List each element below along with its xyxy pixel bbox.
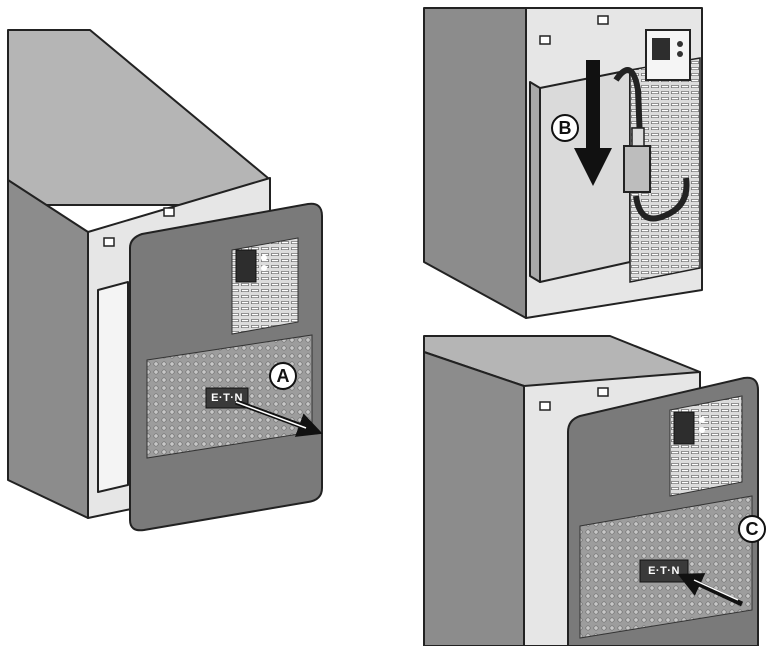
svg-text:B: B (559, 118, 572, 138)
display-window (669, 395, 743, 497)
step-a-illustration: E·T·N A (7, 29, 323, 532)
svg-text:C: C (746, 519, 759, 539)
push-arrow (677, 573, 744, 607)
eaton-logo-badge (639, 559, 689, 583)
battery-cable (613, 67, 643, 141)
lcd-screen (652, 38, 670, 60)
battery-cable (633, 177, 690, 222)
front-panel-c[interactable]: A E·T·N (567, 376, 759, 646)
ups-cabinet-side (423, 351, 525, 646)
battery-connector (623, 145, 651, 193)
ups-cabinet-side (7, 179, 89, 519)
mount-slot (163, 207, 175, 217)
mount-slot (597, 15, 609, 25)
mount-slot (597, 387, 609, 397)
callout-a: A (269, 362, 297, 390)
callout-b: B (551, 114, 579, 142)
lcd-display (235, 249, 257, 283)
battery-module (539, 69, 631, 283)
step-c-illustration: A E·T·N C (423, 335, 766, 646)
eaton-logo-text: E·T·N (648, 565, 680, 577)
ups-cabinet-side (423, 7, 527, 319)
down-arrow (574, 60, 612, 186)
panel-button-icon (699, 417, 705, 423)
mount-slot (539, 401, 551, 411)
push-arrow-highlight (693, 579, 739, 601)
panel-button-icon (677, 41, 683, 47)
panel-button-icon (699, 427, 705, 433)
lcd-display (673, 411, 695, 445)
connector-plug (631, 127, 645, 147)
panel-button-icon (677, 51, 683, 57)
panel-button-icon (261, 255, 267, 261)
panel-button-icon (261, 265, 267, 271)
front-panel-a[interactable]: E·T·N (129, 202, 323, 532)
battery-bay-opening (97, 281, 129, 493)
mount-slot (103, 237, 115, 247)
eaton-logo-text: E·T·N (211, 392, 243, 404)
svg-text:A: A (277, 366, 290, 386)
callout-c: C (738, 515, 766, 543)
step-b-illustration: B (423, 7, 703, 319)
battery-module-edge (529, 81, 541, 283)
mount-slot (539, 35, 551, 45)
pull-arrow-highlight (235, 401, 307, 429)
ups-cabinet-top (7, 29, 269, 206)
